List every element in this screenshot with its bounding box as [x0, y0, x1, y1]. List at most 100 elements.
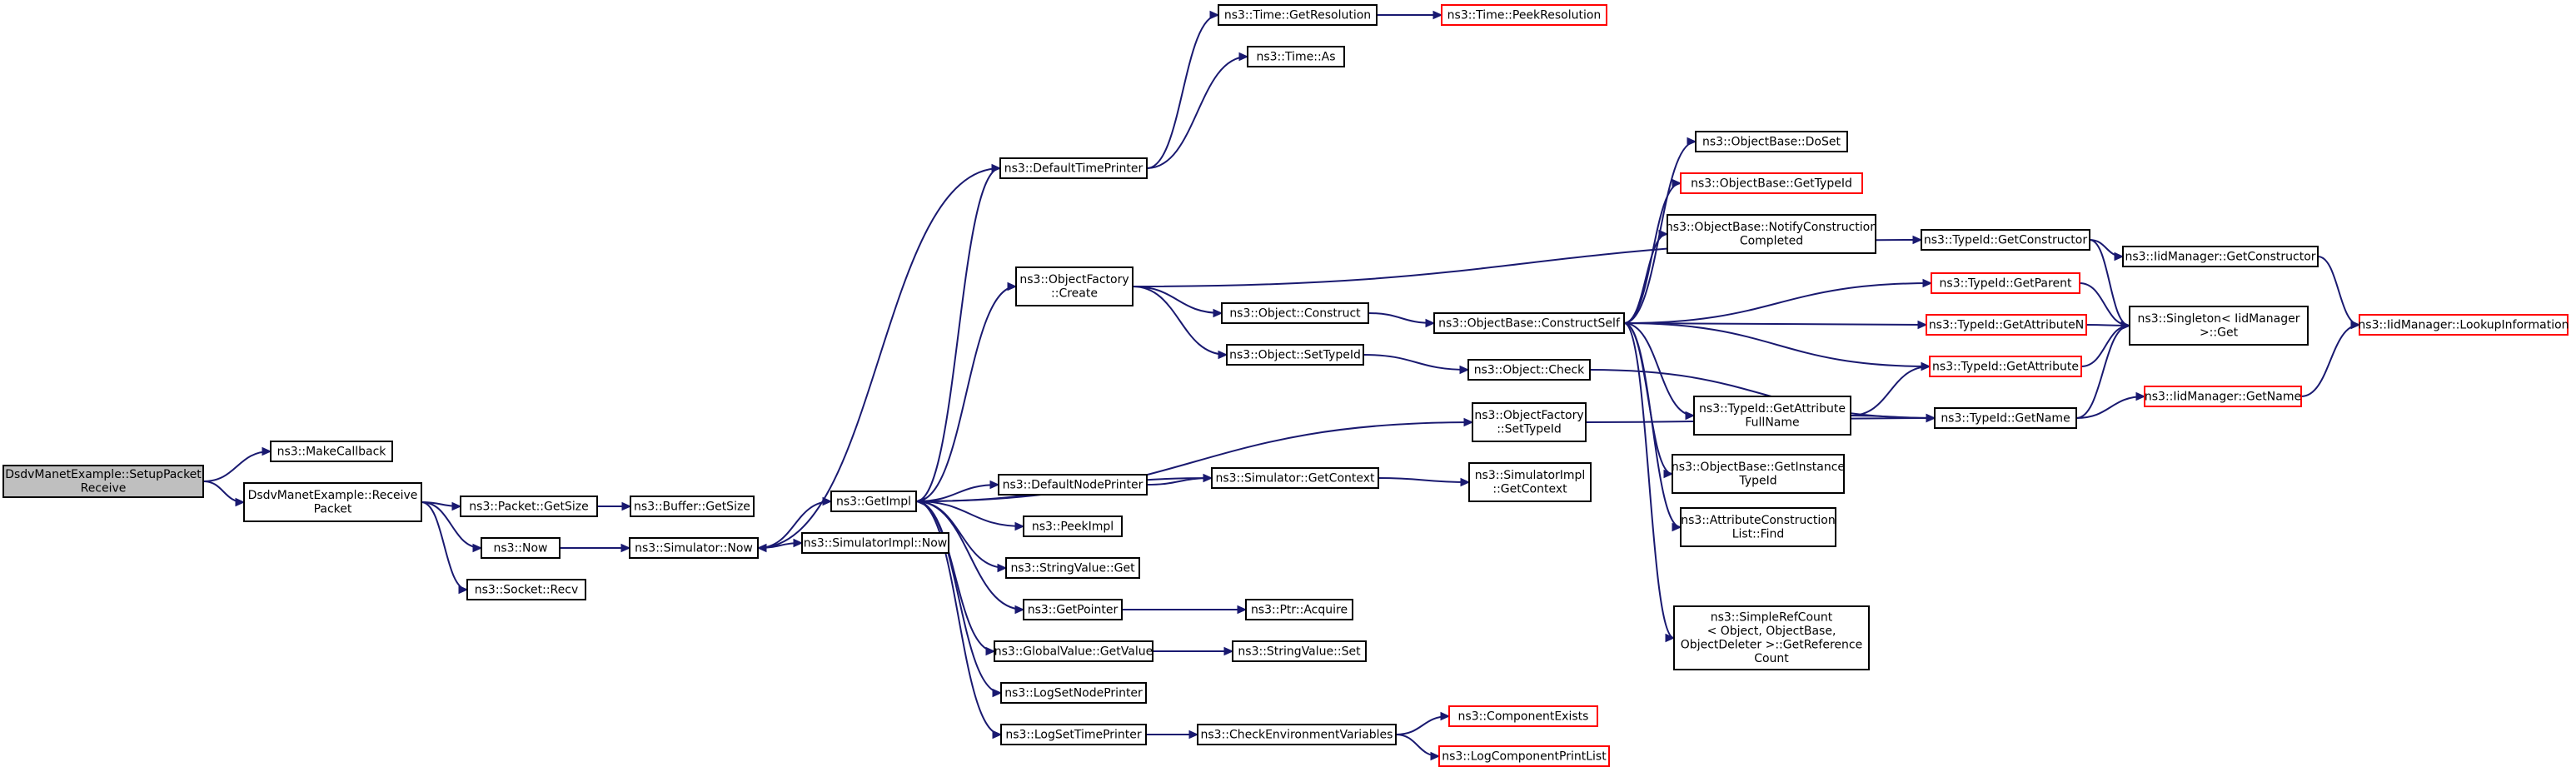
node-box[interactable]	[1218, 4, 1378, 26]
node-defnode[interactable]: ns3::DefaultNodePrinter	[998, 474, 1148, 496]
node-objfsettid[interactable]: ns3::ObjectFactory::SetTypeId	[1472, 402, 1587, 442]
node-box[interactable]	[1232, 640, 1367, 662]
node-getparent[interactable]: ns3::TypeId::GetParent	[1931, 272, 2080, 294]
node-box[interactable]	[1680, 507, 1836, 547]
node-box[interactable]	[629, 537, 759, 559]
node-simnow[interactable]: ns3::Simulator::Now	[629, 537, 759, 559]
node-box[interactable]	[1693, 396, 1851, 436]
node-box[interactable]	[1023, 515, 1123, 537]
node-constructself[interactable]: ns3::ObjectBase::ConstructSelf	[1433, 312, 1625, 334]
node-box[interactable]	[1448, 705, 1598, 727]
node-sockrecv[interactable]: ns3::Socket::Recv	[466, 579, 586, 600]
node-box[interactable]	[1667, 214, 1876, 254]
node-box[interactable]	[1211, 467, 1379, 489]
node-gvget[interactable]: ns3::GlobalValue::GetValue	[994, 640, 1153, 662]
node-lognode[interactable]: ns3::LogSetNodePrinter	[1000, 682, 1147, 704]
node-lookup[interactable]: ns3::IidManager::LookupInformation	[2358, 314, 2569, 336]
node-peekres[interactable]: ns3::Time::PeekResolution	[1441, 4, 1607, 26]
node-doset[interactable]: ns3::ObjectBase::DoSet	[1695, 131, 1848, 152]
node-box[interactable]	[1197, 724, 1397, 745]
node-box[interactable]	[2359, 314, 2569, 336]
node-box[interactable]	[1005, 557, 1140, 579]
node-box[interactable]	[1226, 344, 1364, 366]
node-singleton[interactable]: ns3::Singleton< IidManager>::Get	[2129, 306, 2309, 346]
node-box[interactable]	[460, 496, 598, 517]
node-box[interactable]	[1000, 724, 1147, 745]
node-bufsize[interactable]: ns3::Buffer::GetSize	[630, 496, 755, 517]
node-getres[interactable]: ns3::Time::GetResolution	[1218, 4, 1378, 26]
node-box[interactable]	[2144, 386, 2302, 407]
node-box[interactable]	[1695, 131, 1848, 152]
node-box[interactable]	[270, 441, 393, 462]
node-box[interactable]	[243, 482, 422, 522]
node-getptr[interactable]: ns3::GetPointer	[1023, 599, 1123, 620]
node-ptracq[interactable]: ns3::Ptr::Acquire	[1245, 599, 1353, 620]
node-strset[interactable]: ns3::StringValue::Set	[1232, 640, 1367, 662]
node-box[interactable]	[830, 491, 917, 512]
node-getattr[interactable]: ns3::TypeId::GetAttribute	[1929, 356, 2082, 377]
node-iidgetname[interactable]: ns3::IidManager::GetName	[2144, 386, 2302, 407]
node-box[interactable]	[1247, 46, 1345, 67]
node-simimplctx[interactable]: ns3::SimulatorImpl::GetContext	[1468, 462, 1592, 502]
node-notify[interactable]: ns3::ObjectBase::NotifyConstructionCompl…	[1666, 214, 1877, 254]
node-getattrn[interactable]: ns3::TypeId::GetAttributeN	[1926, 314, 2087, 336]
node-deftime[interactable]: ns3::DefaultTimePrinter	[999, 157, 1148, 179]
node-box[interactable]	[1023, 599, 1123, 620]
node-box[interactable]	[1472, 402, 1587, 442]
node-box[interactable]	[1000, 682, 1147, 704]
node-box[interactable]	[481, 537, 561, 559]
node-box[interactable]	[1672, 454, 1845, 494]
node-box[interactable]	[2122, 246, 2319, 267]
node-box[interactable]	[1245, 599, 1353, 620]
node-objcheck[interactable]: ns3::Object::Check	[1467, 359, 1591, 381]
node-box[interactable]	[1441, 4, 1607, 26]
node-logprint[interactable]: ns3::LogComponentPrintList	[1438, 745, 1610, 767]
node-logtime[interactable]: ns3::LogSetTimePrinter	[1000, 724, 1147, 745]
node-now[interactable]: ns3::Now	[481, 537, 561, 559]
node-box[interactable]	[1438, 745, 1610, 767]
node-box[interactable]	[1433, 312, 1625, 334]
node-box[interactable]	[994, 640, 1153, 662]
node-box[interactable]	[466, 579, 586, 600]
node-timeas[interactable]: ns3::Time::As	[1247, 46, 1345, 67]
node-simgetctx[interactable]: ns3::Simulator::GetContext	[1211, 467, 1379, 489]
node-refcount[interactable]: ns3::SimpleRefCount< Object, ObjectBase,…	[1673, 605, 1870, 670]
node-box[interactable]	[998, 474, 1148, 496]
node-box[interactable]	[1931, 272, 2080, 294]
node-box[interactable]	[801, 532, 949, 554]
node-box[interactable]	[1934, 407, 2077, 429]
node-objsettid[interactable]: ns3::Object::SetTypeId	[1226, 344, 1364, 366]
node-box[interactable]	[999, 157, 1148, 179]
node-box[interactable]	[2, 465, 204, 498]
node-box[interactable]	[1468, 462, 1592, 502]
node-getname[interactable]: ns3::TypeId::GetName	[1934, 407, 2077, 429]
node-box[interactable]	[1221, 302, 1369, 324]
node-iidgetctor[interactable]: ns3::IidManager::GetConstructor	[2122, 246, 2319, 267]
node-makecb[interactable]: ns3::MakeCallback	[270, 441, 393, 462]
node-obgettid[interactable]: ns3::ObjectBase::GetTypeId	[1680, 172, 1863, 194]
node-box[interactable]	[2129, 306, 2309, 346]
node-box[interactable]	[1926, 314, 2087, 336]
node-getctor[interactable]: ns3::TypeId::GetConstructor	[1921, 229, 2090, 251]
node-simimplnow[interactable]: ns3::SimulatorImpl::Now	[801, 532, 949, 554]
node-getimpl[interactable]: ns3::GetImpl	[830, 491, 917, 512]
node-box[interactable]	[1467, 359, 1591, 381]
node-box[interactable]	[1929, 356, 2082, 377]
node-box[interactable]	[1673, 605, 1870, 670]
node-box[interactable]	[1015, 266, 1134, 306]
node-objfcreate[interactable]: ns3::ObjectFactory::Create	[1015, 266, 1134, 306]
node-box[interactable]	[1921, 229, 2090, 251]
node-box[interactable]	[1680, 172, 1863, 194]
node-checkenv[interactable]: ns3::CheckEnvironmentVariables	[1197, 724, 1397, 745]
node-objconstruct[interactable]: ns3::Object::Construct	[1221, 302, 1369, 324]
node-compexists[interactable]: ns3::ComponentExists	[1448, 705, 1598, 727]
node-box[interactable]	[630, 496, 755, 517]
node-strget[interactable]: ns3::StringValue::Get	[1005, 557, 1140, 579]
node-peekimpl[interactable]: ns3::PeekImpl	[1023, 515, 1123, 537]
node-pktsize[interactable]: ns3::Packet::GetSize	[460, 496, 598, 517]
